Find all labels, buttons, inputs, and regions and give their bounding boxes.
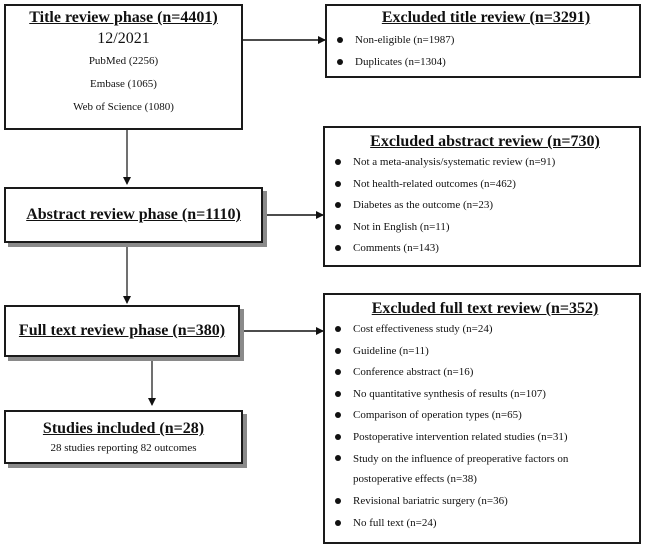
excluded-fulltext-box: Excluded full text review (n=352) Cost e… [323,293,641,544]
excluded-fulltext-heading: Excluded full text review (n=352) [371,300,599,317]
list-item: Postoperative intervention related studi… [331,427,639,449]
bullet-icon [335,498,341,504]
excluded-abstract-heading: Excluded abstract review (n=730) [370,133,600,150]
source-embase: Embase (1065) [90,78,157,90]
list-item: No quantitative synthesis of results (n=… [331,384,639,406]
source-web-of-science: Web of Science (1080) [73,101,174,113]
included-box: Studies included (n=28) 28 studies repor… [4,410,243,464]
list-item: Not a meta-analysis/systematic review (n… [331,152,639,174]
title-review-heading: Title review phase (n=4401) [29,9,218,26]
bullet-icon [335,180,341,187]
list-item: Duplicates (n=1304) [333,52,639,74]
list-item: Diabetes as the outcome (n=23) [331,195,639,217]
abstract-review-box: Abstract review phase (n=1110) [4,187,263,243]
list-item: No full text (n=24) [331,513,639,535]
excluded-abstract-box: Excluded abstract review (n=730) Not a m… [323,126,641,267]
list-item: Cost effectiveness study (n=24) [331,319,639,341]
bullet-icon [335,433,341,440]
fulltext-review-box: Full text review phase (n=380) [4,305,240,357]
list-item: Guideline (n=11) [331,341,639,363]
excluded-title-box: Excluded title review (n=3291) Non-eligi… [325,4,641,78]
list-item: Revisional bariatric surgery (n=36) [331,491,639,513]
bullet-icon [335,369,341,375]
list-item: Not in English (n=11) [331,217,639,239]
abstract-review-heading: Abstract review phase (n=1110) [26,206,241,223]
list-item: Not health-related outcomes (n=462) [331,174,639,196]
list-item: Study on the influence of preoperative f… [331,448,623,491]
bullet-icon [335,347,341,354]
title-review-date: 12/2021 [97,30,150,47]
bullet-icon [335,223,341,230]
list-item: Comparison of operation types (n=65) [331,405,639,427]
bullet-icon [337,37,343,43]
excluded-title-heading: Excluded title review (n=3291) [381,9,591,26]
bullet-icon [335,455,341,461]
bullet-icon [335,326,341,332]
bullet-icon [335,245,341,251]
list-item: Comments (n=143) [331,238,639,260]
included-note: 28 studies reporting 82 outcomes [50,442,197,454]
bullet-icon [335,202,341,208]
bullet-icon [335,412,341,418]
excluded-title-list: Non-eligible (n=1987) Duplicates (n=1304… [333,30,639,73]
source-pubmed: PubMed (2256) [88,55,159,67]
title-review-box: Title review phase (n=4401) 12/2021 PubM… [4,4,243,130]
bullet-icon [335,159,341,165]
bullet-icon [335,519,341,526]
fulltext-review-heading: Full text review phase (n=380) [18,322,226,339]
excluded-abstract-list: Not a meta-analysis/systematic review (n… [331,152,639,260]
list-item: Non-eligible (n=1987) [333,30,639,52]
bullet-icon [335,390,341,397]
list-item: Conference abstract (n=16) [331,362,639,384]
excluded-fulltext-list: Cost effectiveness study (n=24) Guidelin… [331,319,639,534]
included-heading: Studies included (n=28) [42,420,205,437]
bullet-icon [337,58,343,65]
